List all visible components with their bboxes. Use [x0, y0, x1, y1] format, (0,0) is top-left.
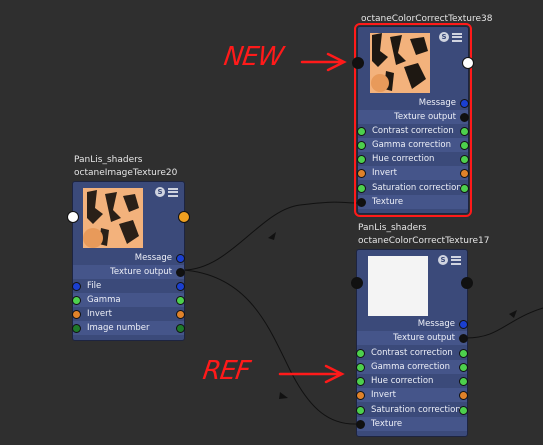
pin-green-icon[interactable] — [356, 377, 365, 386]
pin-orange-icon[interactable] — [459, 391, 468, 400]
node-title: octaneColorCorrectTexture17 — [358, 236, 490, 246]
input-pin-black[interactable] — [352, 57, 364, 69]
input-gamma-correction: Gamma correction — [357, 138, 469, 152]
output-texture: Texture output — [357, 331, 468, 345]
pin-orange-icon[interactable] — [176, 310, 185, 319]
wire-arrow-icon — [509, 310, 517, 318]
pin-darkgreen-icon[interactable] — [72, 324, 81, 333]
node-title: octaneColorCorrectTexture38 — [361, 14, 493, 24]
node-title: octaneImageTexture20 — [74, 168, 178, 178]
node-color-correct-ref[interactable]: S Message Texture output Contrast correc… — [351, 249, 473, 437]
wire-a-to-b — [182, 201, 358, 271]
pin-blue-icon[interactable] — [176, 254, 185, 263]
pin-green-icon[interactable] — [356, 363, 365, 372]
wire-c-out — [465, 307, 543, 339]
pin-orange-icon[interactable] — [72, 310, 81, 319]
new-arrow-icon — [300, 52, 347, 72]
pin-green-icon[interactable] — [356, 406, 365, 415]
pin-orange-icon[interactable] — [356, 391, 365, 400]
wire-a-to-c — [182, 269, 358, 425]
input-gamma-correction: Gamma correction — [356, 360, 468, 374]
input-pin-white[interactable] — [67, 211, 79, 223]
pin-green-icon[interactable] — [459, 363, 468, 372]
wire-arrow-icon — [268, 232, 276, 240]
ref-arrow-icon — [278, 364, 345, 384]
shader-s-icon[interactable]: S — [438, 255, 448, 265]
pin-blue-icon[interactable] — [459, 320, 468, 329]
input-gamma: Gamma — [72, 293, 185, 307]
pin-green-icon[interactable] — [459, 377, 468, 386]
pin-darkgreen-icon[interactable] — [176, 324, 185, 333]
pin-green-icon[interactable] — [72, 296, 81, 305]
input-invert: Invert — [356, 388, 468, 402]
node-menu-icon[interactable] — [168, 187, 178, 197]
shader-s-icon[interactable]: S — [155, 187, 165, 197]
pin-green-icon[interactable] — [357, 155, 366, 164]
pin-green-icon[interactable] — [460, 141, 469, 150]
pin-black-icon[interactable] — [460, 113, 469, 122]
pin-green-icon[interactable] — [356, 349, 365, 358]
input-file: File — [72, 279, 185, 293]
output-texture: Texture output — [358, 110, 469, 124]
texture-preview-image — [83, 188, 143, 248]
output-pin-yellow[interactable] — [178, 211, 190, 223]
output-message: Message — [358, 96, 469, 110]
pin-blue-icon[interactable] — [72, 282, 81, 291]
pin-green-icon[interactable] — [460, 155, 469, 164]
output-message: Message — [73, 251, 185, 265]
input-saturation-correction: Saturation correction — [356, 403, 468, 417]
output-pin-white[interactable] — [462, 57, 474, 69]
texture-thumbnail — [83, 188, 143, 248]
pin-orange-icon[interactable] — [460, 169, 469, 178]
shader-s-icon[interactable]: S — [439, 32, 449, 42]
node-owner-label: PanLis_shaders — [358, 223, 427, 233]
output-message: Message — [357, 317, 468, 331]
input-texture: Texture — [357, 195, 468, 209]
node-image-texture[interactable]: S Message Texture output File Gamma Inve… — [67, 181, 190, 341]
input-hue-correction: Hue correction — [357, 152, 469, 166]
input-contrast-correction: Contrast correction — [356, 346, 468, 360]
pin-green-icon[interactable] — [357, 184, 366, 193]
texture-thumbnail — [370, 33, 430, 93]
pin-green-icon[interactable] — [459, 406, 468, 415]
input-contrast-correction: Contrast correction — [357, 124, 469, 138]
pin-orange-icon[interactable] — [357, 169, 366, 178]
input-saturation-correction: Saturation correction — [357, 181, 469, 195]
input-pin-black[interactable] — [351, 277, 363, 289]
pin-black-icon[interactable] — [356, 420, 365, 429]
pin-black-icon[interactable] — [357, 198, 366, 207]
input-texture: Texture — [356, 417, 467, 431]
texture-thumbnail — [368, 256, 428, 316]
pin-green-icon[interactable] — [460, 184, 469, 193]
pin-green-icon[interactable] — [459, 349, 468, 358]
pin-blue-icon[interactable] — [176, 282, 185, 291]
pin-black-icon[interactable] — [176, 268, 185, 277]
input-invert: Invert — [357, 166, 469, 180]
annotation-new: NEW — [221, 42, 285, 72]
node-owner-label: PanLis_shaders — [74, 155, 143, 165]
output-texture: Texture output — [73, 265, 185, 279]
pin-green-icon[interactable] — [357, 127, 366, 136]
pin-black-icon[interactable] — [459, 334, 468, 343]
output-pin-black[interactable] — [461, 277, 473, 289]
pin-green-icon[interactable] — [357, 141, 366, 150]
node-menu-icon[interactable] — [451, 255, 461, 265]
input-hue-correction: Hue correction — [356, 374, 468, 388]
wire-arrow-icon — [279, 392, 288, 399]
node-color-correct-new[interactable]: S Message Texture output Contrast correc… — [352, 23, 474, 217]
input-invert: Invert — [72, 307, 185, 321]
pin-green-icon[interactable] — [460, 127, 469, 136]
texture-preview-image — [370, 33, 430, 93]
node-menu-icon[interactable] — [452, 32, 462, 42]
pin-blue-icon[interactable] — [460, 99, 469, 108]
input-image-number: Image number — [72, 321, 185, 335]
annotation-ref: REF — [200, 356, 252, 386]
pin-green-icon[interactable] — [176, 296, 185, 305]
